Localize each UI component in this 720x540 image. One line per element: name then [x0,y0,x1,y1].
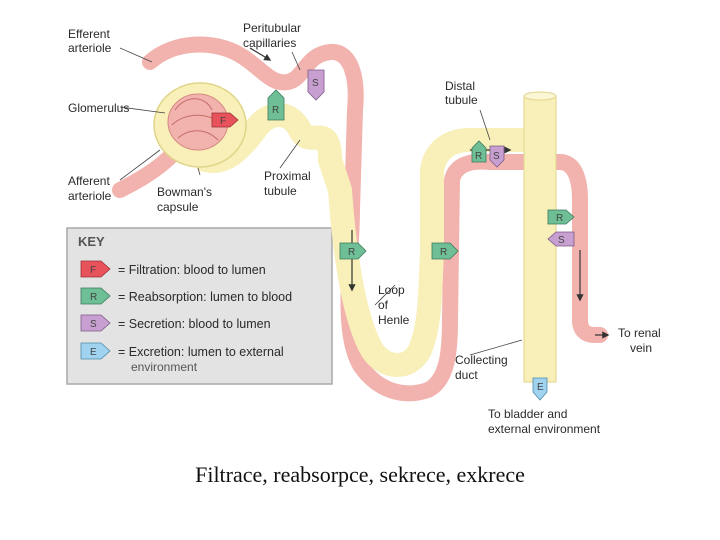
svg-text:R: R [440,247,447,258]
svg-text:S: S [493,151,500,162]
svg-text:Efferent: Efferent [68,27,110,41]
leader-lines [119,47,523,356]
svg-text:capillaries: capillaries [243,36,296,50]
key-item-reabsorption: R = Reabsorption: lumen to blood [80,287,292,305]
marker-secretion-distal: S [489,145,505,168]
secretion-arrow-icon [80,314,111,332]
svg-text:arteriole: arteriole [68,189,112,203]
key-text-excretion-sub: environment [131,360,198,374]
svg-text:Collecting: Collecting [455,353,508,367]
label-glomerulus: Glomerulus [68,101,129,115]
key-text-excretion: = Excretion: lumen to external [118,345,284,359]
svg-text:arteriole: arteriole [68,41,112,55]
marker-reabsorption-ascending: R [431,242,459,260]
key-item-secretion: S = Secretion: blood to lumen [80,314,271,332]
svg-text:duct: duct [455,368,478,382]
label-to-renal-vein: To renal vein [618,326,661,355]
marker-secretion-proximal: S [307,69,325,101]
label-proximal-tubule: Proximal tubule [264,169,311,198]
key-letter-s: S [90,319,97,330]
collecting-duct-top [523,91,557,101]
filtration-arrow-icon [80,260,111,278]
svg-text:F: F [220,116,226,127]
svg-text:external environment: external environment [488,422,601,436]
svg-text:E: E [537,382,544,393]
svg-text:Loop: Loop [378,283,405,297]
svg-text:To bladder and: To bladder and [488,407,567,421]
svg-text:of: of [378,298,389,312]
svg-text:R: R [348,247,355,258]
svg-text:tubule: tubule [264,184,297,198]
key-letter-e: E [90,347,97,358]
svg-text:S: S [312,78,319,89]
svg-text:R: R [475,151,482,162]
key-text-reabsorption: = Reabsorption: lumen to blood [118,290,292,304]
svg-text:Afferent: Afferent [68,174,110,188]
svg-text:Proximal: Proximal [264,169,311,183]
svg-text:Bowman's: Bowman's [157,185,212,199]
marker-filtration: F [211,112,239,128]
peritubular-capillary [142,36,608,402]
marker-reabsorption-collecting: R [547,209,575,225]
key-text-secretion: = Secretion: blood to lumen [118,317,271,331]
label-efferent-arteriole: Efferent arteriole [68,27,112,55]
label-to-bladder: To bladder and external environment [488,407,601,436]
key-panel: KEY F = Filtration: blood to lumen R = R… [66,227,333,385]
marker-reabsorption-distal: R [471,140,487,163]
marker-excretion: E [532,377,548,401]
label-bowmans-capsule: Bowman's capsule [157,185,212,214]
key-text-filtration: = Filtration: blood to lumen [118,263,266,277]
marker-reabsorption-proximal: R [267,89,285,121]
key-letter-r: R [90,292,97,303]
label-peritubular-capillaries: Peritubular capillaries [243,21,301,50]
svg-text:To renal: To renal [618,326,661,340]
svg-text:S: S [558,235,565,246]
key-item-filtration: F = Filtration: blood to lumen [80,260,266,278]
label-distal-tubule: Distal tubule [445,79,478,107]
slide-caption: Filtrace, reabsorpce, sekrece, exkrece [195,462,525,487]
key-item-excretion: E = Excretion: lumen to external environ… [80,342,284,374]
label-collecting-duct: Collecting duct [455,353,508,382]
key-letter-f: F [90,265,96,276]
svg-text:tubule: tubule [445,93,478,107]
marker-reabsorption-descending: R [339,242,367,260]
svg-text:Henle: Henle [378,313,410,327]
marker-secretion-collecting: S [547,231,575,247]
label-afferent-arteriole: Afferent arteriole [68,174,112,203]
svg-text:R: R [272,105,279,116]
excretion-arrow-icon [80,342,111,360]
label-loop-of-henle: Loop of Henle [378,283,410,327]
svg-text:capsule: capsule [157,200,199,214]
flow-arrow [249,47,272,61]
svg-text:R: R [556,213,563,224]
svg-text:vein: vein [630,341,652,355]
reabsorption-arrow-icon [80,287,111,305]
key-background [66,227,333,385]
svg-text:Distal: Distal [445,79,475,93]
key-title: KEY [78,234,105,249]
svg-text:Peritubular: Peritubular [243,21,301,35]
